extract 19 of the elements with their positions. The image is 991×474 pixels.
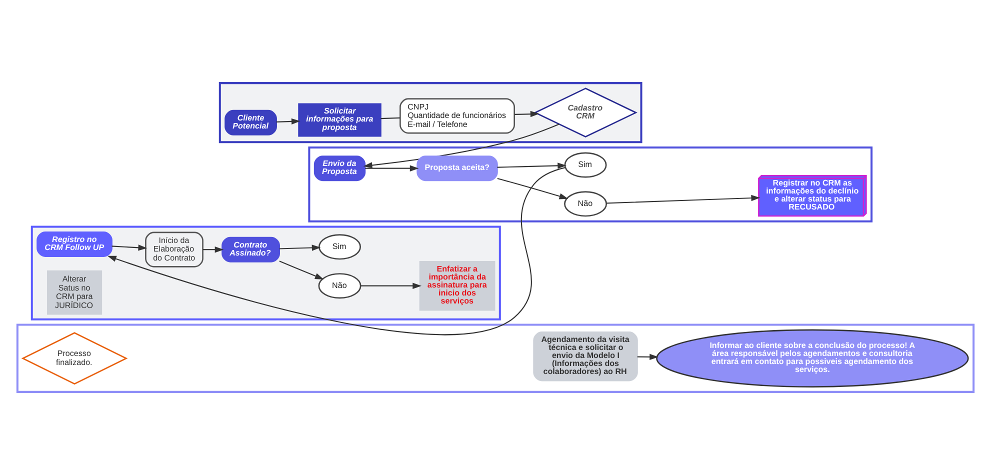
- connector: [380, 116, 400, 119]
- arrow: [276, 118, 300, 124]
- arrow: [497, 178, 568, 199]
- arrow: [497, 162, 567, 168]
- arrow: [107, 166, 566, 335]
- arrow: [637, 353, 658, 360]
- arrow: [279, 244, 321, 250]
- cluster: [308, 146, 873, 222]
- arrow: [365, 164, 419, 171]
- arrow: [514, 110, 540, 117]
- arrow: [360, 282, 422, 288]
- arrow: [606, 194, 760, 204]
- arrow: [279, 260, 324, 280]
- cluster: [16, 323, 975, 392]
- arrow: [202, 246, 224, 252]
- arrow: [112, 244, 148, 250]
- cluster: [30, 225, 501, 320]
- arrow: [363, 123, 560, 168]
- cluster: [218, 82, 642, 143]
